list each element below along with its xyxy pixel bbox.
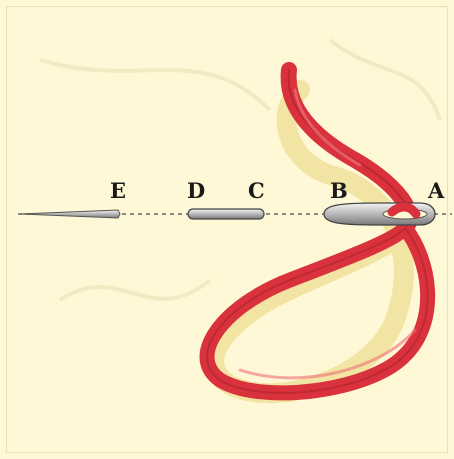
needle-point: [20, 210, 120, 218]
label-d: D: [187, 180, 205, 201]
red-thread: [207, 70, 428, 393]
label-a: A: [428, 180, 444, 201]
label-b: B: [330, 180, 348, 201]
stitch-d-c: [188, 209, 264, 219]
label-c: C: [248, 180, 265, 201]
label-e: E: [110, 180, 126, 201]
